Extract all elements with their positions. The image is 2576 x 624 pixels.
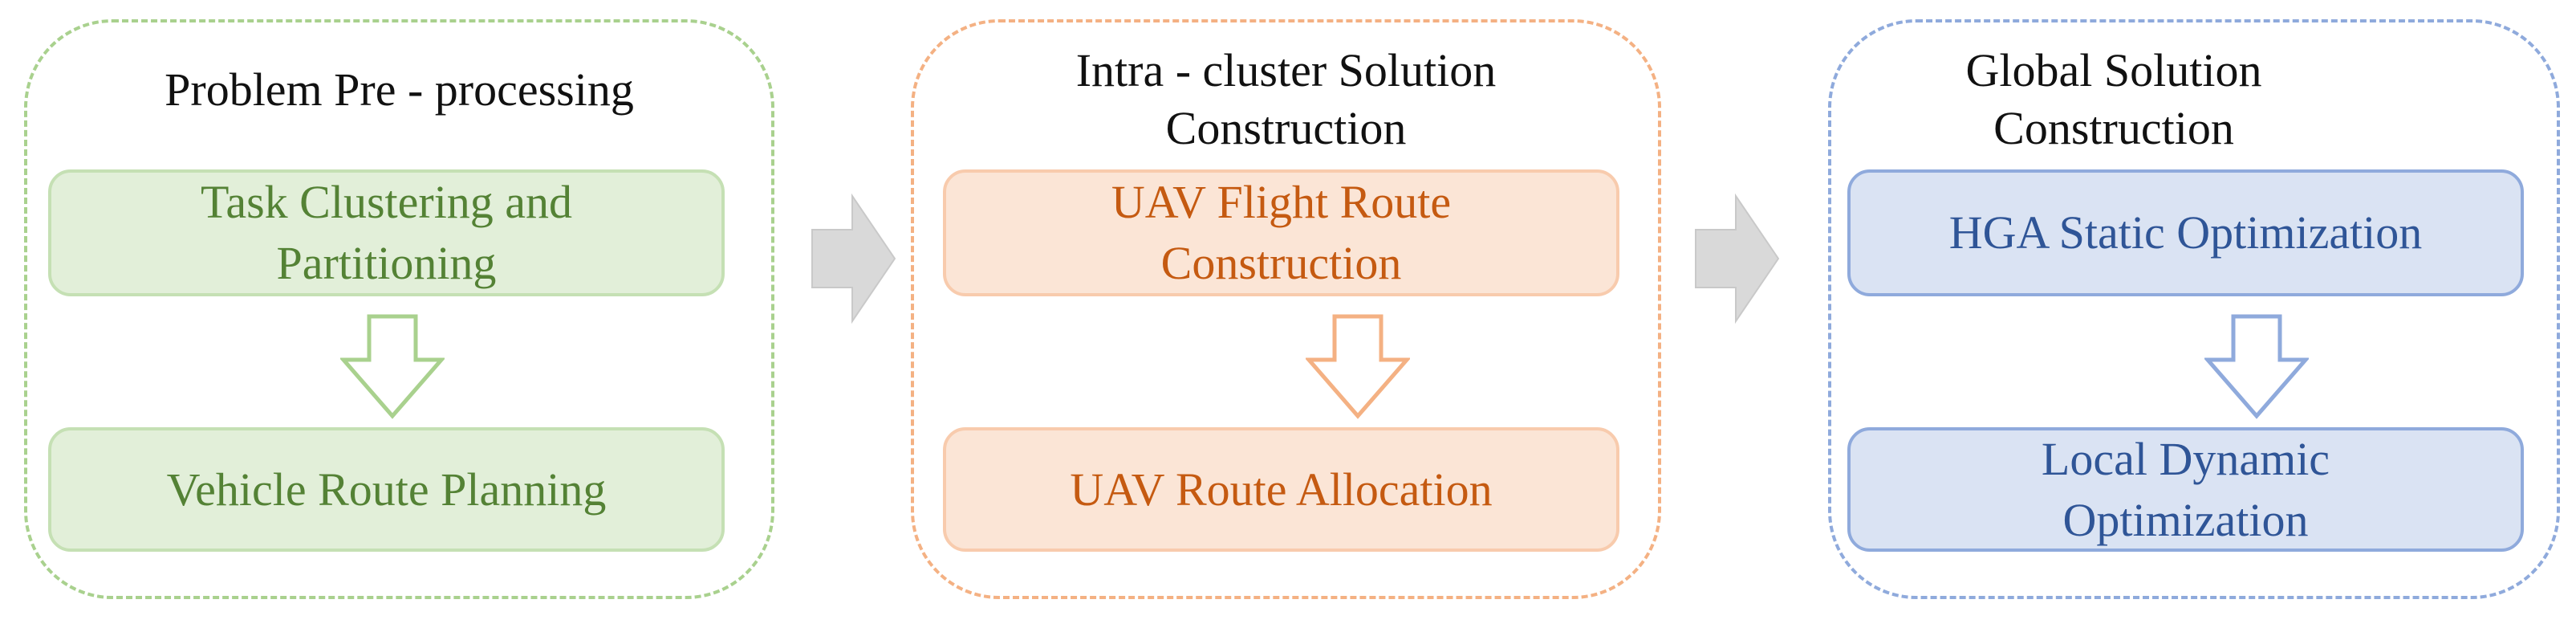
stage-arrow-2 (1695, 193, 1780, 324)
step-uav-route-allocation: UAV Route Allocation (943, 427, 1619, 552)
down-arrow-icon (2204, 314, 2309, 419)
panel-global-solution-construction: Global Solution Construction HGA Static … (1828, 19, 2560, 599)
step-local-dynamic-optimization: Local Dynamic Optimization (1847, 427, 2524, 552)
step-hga-static-optimization: HGA Static Optimization (1847, 169, 2524, 296)
panel-problem-preprocessing: Problem Pre - processing Task Clustering… (24, 19, 774, 599)
panel-title: Problem Pre - processing (165, 63, 634, 116)
down-arrow-icon (340, 314, 445, 419)
step-uav-flight-route-construction: UAV Flight Route Construction (943, 169, 1619, 296)
down-arrow-icon (1306, 314, 1410, 419)
stage-arrow-1 (811, 193, 896, 324)
panel-title: Global Solution Construction (1965, 44, 2262, 154)
panel-title: Intra - cluster Solution Construction (1075, 44, 1497, 154)
step-task-clustering: Task Clustering and Partitioning (48, 169, 725, 296)
step-vehicle-route-planning: Vehicle Route Planning (48, 427, 725, 552)
panel-intra-cluster-construction: Intra - cluster Solution Construction UA… (911, 19, 1661, 599)
